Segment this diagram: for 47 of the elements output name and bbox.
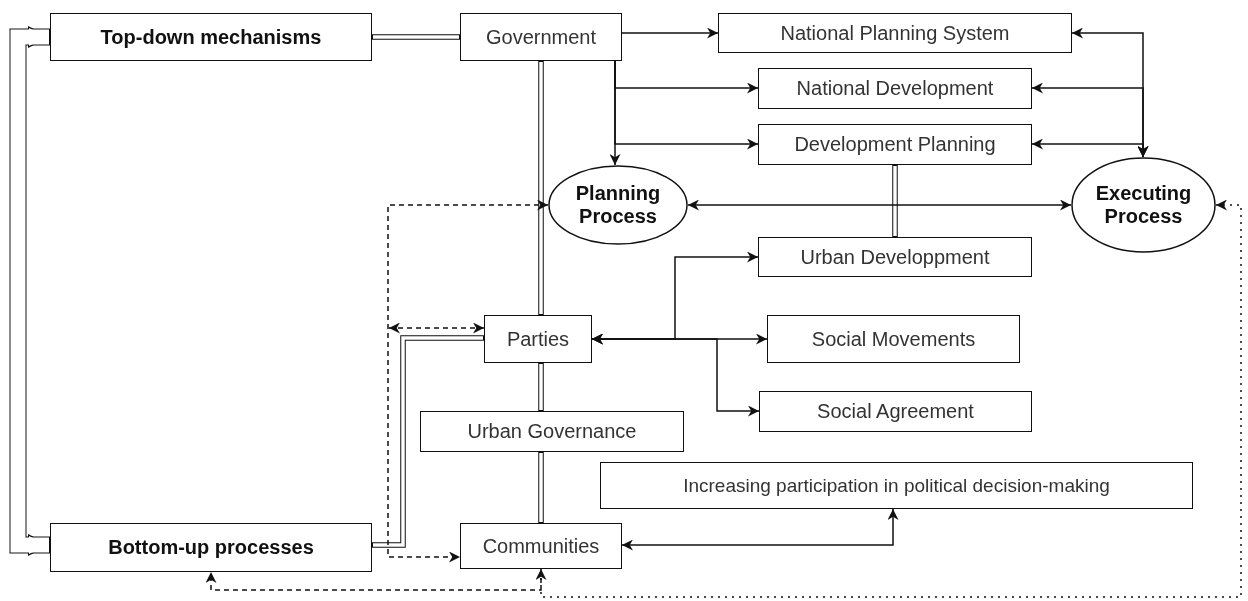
process-box [759,391,1032,432]
arrow [621,27,719,39]
process-box [460,13,622,61]
node-label: Planning Process [574,182,662,228]
arrow [621,508,899,551]
arrow [535,199,1242,598]
node-label: Bottom-up processes [108,536,314,559]
arrow [591,333,760,417]
node-label: National Planning System [780,21,1010,45]
process-box [420,411,684,452]
process-box [718,13,1072,53]
double-line [538,363,544,411]
process-ellipse [548,165,688,245]
node-label: Parties [506,327,570,351]
arrow [388,322,485,334]
process-box [50,523,372,572]
node-label: Social Movements [811,327,976,351]
arrow [1031,138,1149,158]
node-label: Social Agreement [817,400,974,423]
arrow [387,199,549,563]
node-label: Top-down mechanisms [100,25,322,49]
arrow [205,568,542,591]
process-box [50,13,372,61]
process-ellipse [1071,157,1216,253]
arrow [687,199,1072,211]
node-label: Development Planning [794,133,996,156]
node-label: Urban Developpment [800,245,990,269]
process-box [484,315,592,363]
process-box [767,315,1020,363]
double-line [372,34,460,40]
node-label: Executing Process [1094,182,1193,228]
arrow [609,60,621,166]
double-line [372,335,484,548]
process-box [758,68,1032,109]
node-label: Communities [482,534,600,558]
node-label: National Development [796,77,994,100]
node-label: Urban Governance [467,420,637,443]
double-line [892,165,898,237]
process-box [758,124,1032,165]
process-box [460,523,622,569]
block-arrow [9,26,50,556]
double-line [538,61,544,315]
process-box [758,237,1032,277]
double-line [538,452,544,523]
node-label: Increasing participation in political decision-making [683,474,1110,497]
node-label: Government [485,25,597,49]
process-box [600,462,1193,509]
